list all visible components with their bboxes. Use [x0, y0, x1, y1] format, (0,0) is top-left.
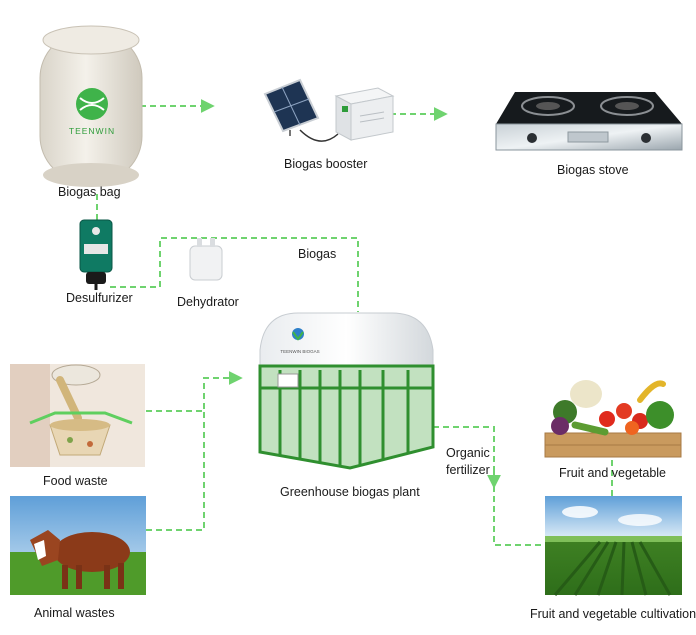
- fruit-vegetable-photo: [544, 380, 682, 458]
- cultivation-label: Fruit and vegetable cultivation: [530, 607, 696, 621]
- food-waste-label: Food waste: [43, 474, 108, 488]
- animal-wastes-label: Animal wastes: [34, 606, 115, 620]
- dehydrator-image: [189, 238, 223, 281]
- bag-brand-text: TEENWIN: [69, 126, 115, 136]
- desulfurizer-image: [79, 219, 113, 290]
- greenhouse-biogas-plant-label: Greenhouse biogas plant: [280, 485, 420, 499]
- booster-box-icon: [334, 87, 395, 141]
- broccoli-icon: [646, 401, 674, 429]
- biogas-stove-image: [495, 92, 683, 151]
- cow-icon: [30, 530, 130, 589]
- biogas-flow-label: Biogas: [298, 247, 337, 261]
- cultivation-field-photo: [545, 496, 682, 596]
- organic-fertilizer-label-line1: Organic: [446, 446, 490, 460]
- desulfurizer-label: Desulfurizer: [66, 291, 133, 305]
- left-knob-icon: [527, 133, 537, 143]
- flow-lines: [96, 99, 613, 546]
- tomato-icon: [599, 411, 615, 427]
- right-knob-icon: [641, 133, 651, 143]
- biogas-stove-label: Biogas stove: [557, 163, 629, 177]
- biogas-bag-label: Biogas bag: [58, 185, 121, 199]
- dome-brand-text: TEENWIN BIOGAS: [280, 349, 319, 354]
- organic-fertilizer-label-line2: fertilizer: [446, 463, 490, 477]
- food-waste-photo: [10, 364, 145, 467]
- biogas-booster-label: Biogas booster: [284, 157, 368, 171]
- animal-wastes-photo: [10, 496, 146, 595]
- flow-plant-to-desulfurizer: [110, 237, 359, 312]
- flow-food-waste-to-plant: [146, 371, 243, 412]
- biogas-bag-image: TEENWIN: [39, 25, 143, 187]
- biogas-booster-image: [263, 78, 395, 142]
- greenhouse-biogas-plant-image: TEENWIN BIOGAS: [258, 312, 435, 470]
- food-waste-frame-icon: [29, 411, 133, 425]
- dehydrator-label: Dehydrator: [177, 295, 239, 309]
- dome-logo-icon: [292, 328, 304, 340]
- right-burner-icon: [600, 96, 654, 116]
- solar-panel-icon: [263, 78, 339, 142]
- left-burner-icon: [521, 96, 575, 116]
- flow-animal-waste-to-plant: [146, 410, 205, 531]
- fruit-vegetable-label: Fruit and vegetable: [559, 466, 667, 480]
- cauliflower-icon: [570, 380, 602, 408]
- flow-plant-to-field: [433, 426, 545, 546]
